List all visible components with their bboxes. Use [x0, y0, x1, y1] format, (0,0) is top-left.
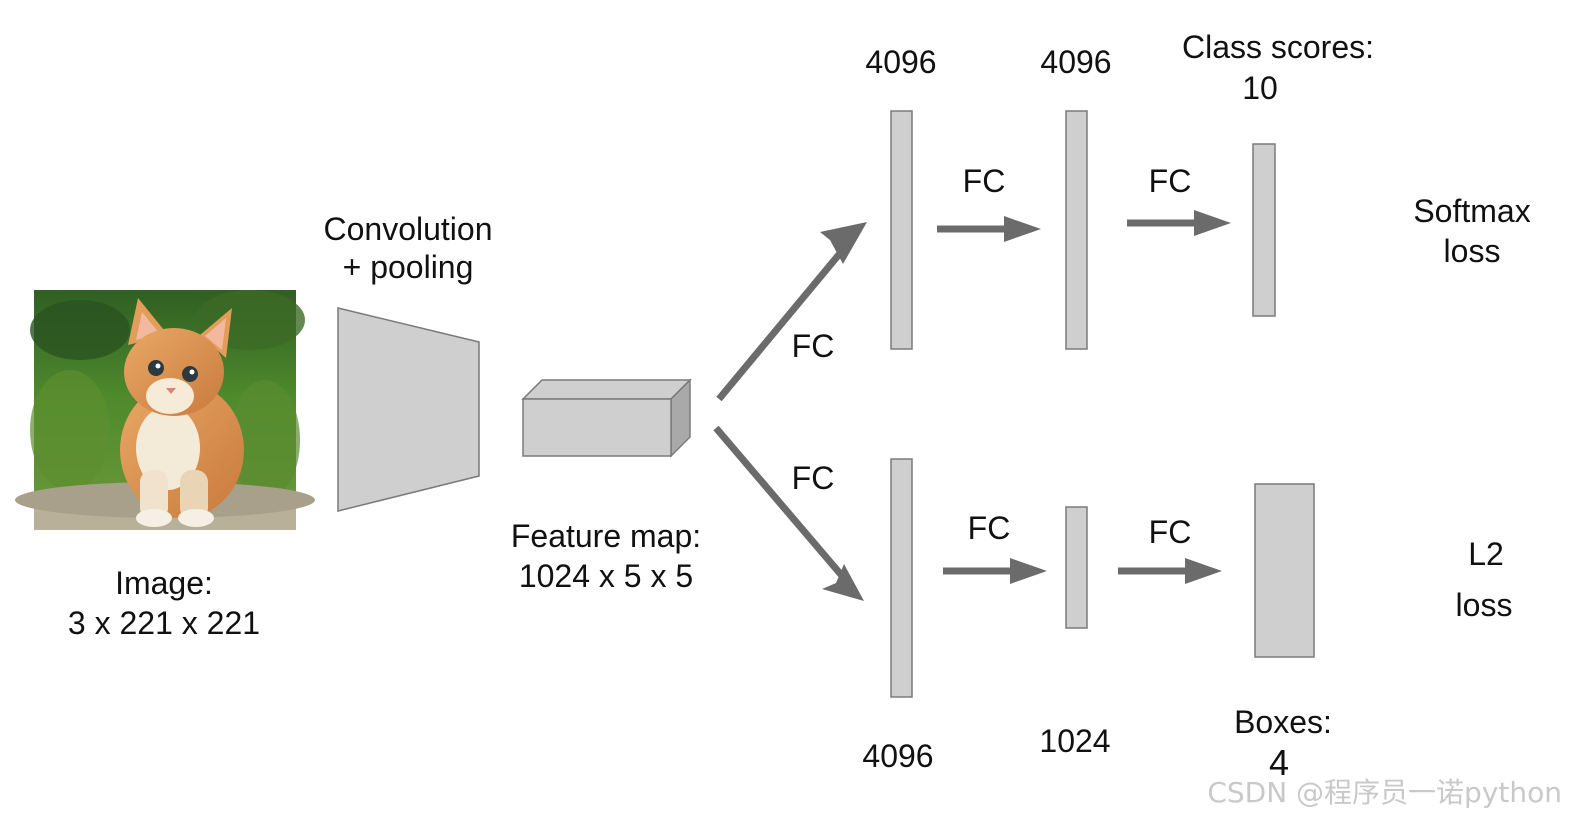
bottom-fc-layer-2 — [1065, 506, 1088, 629]
conv-pooling-block — [337, 307, 480, 512]
top-fc-layer-2 — [1065, 110, 1088, 350]
bottom-output-count: 4 — [1269, 742, 1289, 783]
bottom-fc1-label: FC — [968, 510, 1011, 546]
boxes-layer — [1254, 483, 1315, 658]
bottom-fc-layer-1 — [890, 458, 913, 698]
arrow-to-bottom-branch — [713, 425, 864, 601]
bottom-loss-word: loss — [1456, 587, 1513, 623]
image-label-size: 3 x 221 x 221 — [68, 605, 260, 641]
bottom-loss-name: L2 — [1468, 536, 1504, 572]
top-layer1-size: 4096 — [865, 44, 936, 80]
feature-label-title: Feature map: — [511, 518, 701, 554]
top-layer2-size: 4096 — [1040, 44, 1111, 80]
feature-map-box — [521, 378, 692, 458]
top-output-title: Class scores: — [1182, 29, 1374, 65]
top-fc-layer-1 — [890, 110, 913, 350]
top-fc1-label: FC — [963, 163, 1006, 199]
bottom-layer2-size: 1024 — [1039, 723, 1110, 759]
top-loss-word: loss — [1444, 233, 1501, 269]
kitten-image — [15, 290, 315, 530]
arrow-to-top-branch — [716, 222, 867, 402]
feature-label-size: 1024 x 5 x 5 — [519, 558, 693, 594]
bottom-branch-fc-in: FC — [792, 460, 835, 496]
bottom-fc2-arrow — [1118, 558, 1222, 584]
top-output-count: 10 — [1242, 70, 1278, 106]
class-scores-layer — [1252, 143, 1276, 317]
bottom-fc2-label: FC — [1149, 514, 1192, 550]
bottom-output-title: Boxes: — [1234, 704, 1332, 740]
bottom-fc1-arrow — [943, 558, 1047, 584]
conv-label-subtitle: + pooling — [343, 249, 474, 285]
bottom-layer1-size: 4096 — [862, 738, 933, 774]
csdn-watermark: CSDN @程序员一诺python — [1207, 776, 1562, 809]
top-fc2-label: FC — [1149, 163, 1192, 199]
top-fc2-arrow — [1127, 210, 1231, 236]
conv-label-title: Convolution — [324, 211, 493, 247]
top-branch-fc-in: FC — [792, 328, 835, 364]
top-loss-name: Softmax — [1413, 193, 1530, 229]
image-label-title: Image: — [115, 565, 213, 601]
top-fc1-arrow — [937, 216, 1041, 242]
